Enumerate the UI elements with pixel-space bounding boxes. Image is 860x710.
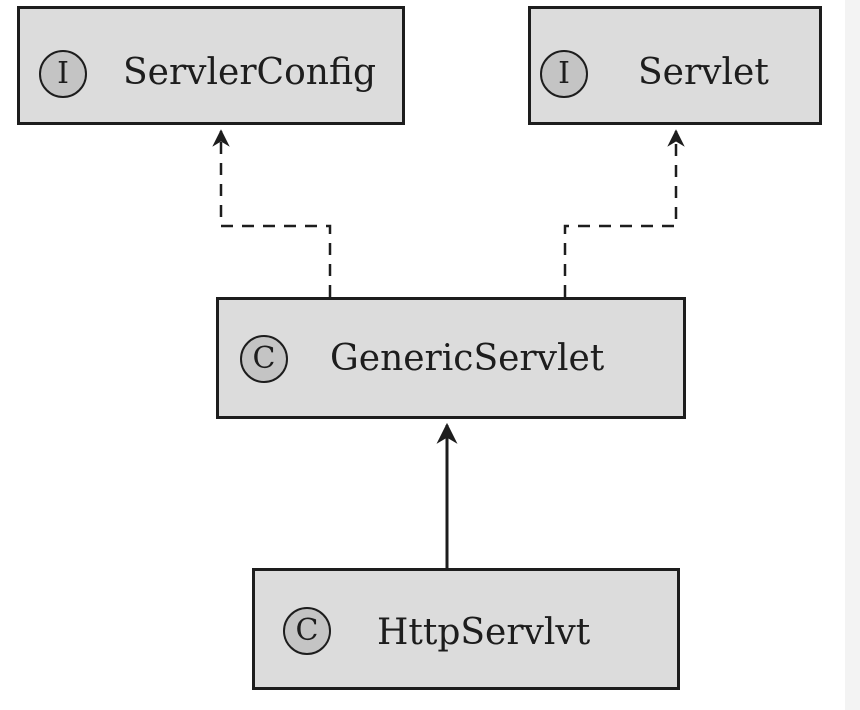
node-label-httpservlet: HttpServlvt — [377, 612, 591, 653]
class-badge: C — [240, 335, 288, 383]
edge-generic-to-servletconfig — [212, 129, 332, 297]
node-genericservlet[interactable]: C GenericServlet — [216, 297, 686, 419]
node-servletconfig[interactable]: I ServlerConfig — [17, 6, 405, 125]
node-label-genericservlet: GenericServlet — [330, 338, 605, 379]
interface-badge: I — [39, 50, 87, 98]
edge-generic-to-servlet — [563, 129, 685, 297]
node-servlet[interactable]: I Servlet — [528, 6, 822, 125]
node-label-servlet: Servlet — [638, 52, 769, 93]
class-badge: C — [283, 607, 331, 655]
node-httpservlet[interactable]: C HttpServlvt — [252, 568, 680, 690]
node-label-servletconfig: ServlerConfig — [123, 52, 377, 93]
interface-badge: I — [540, 50, 588, 98]
